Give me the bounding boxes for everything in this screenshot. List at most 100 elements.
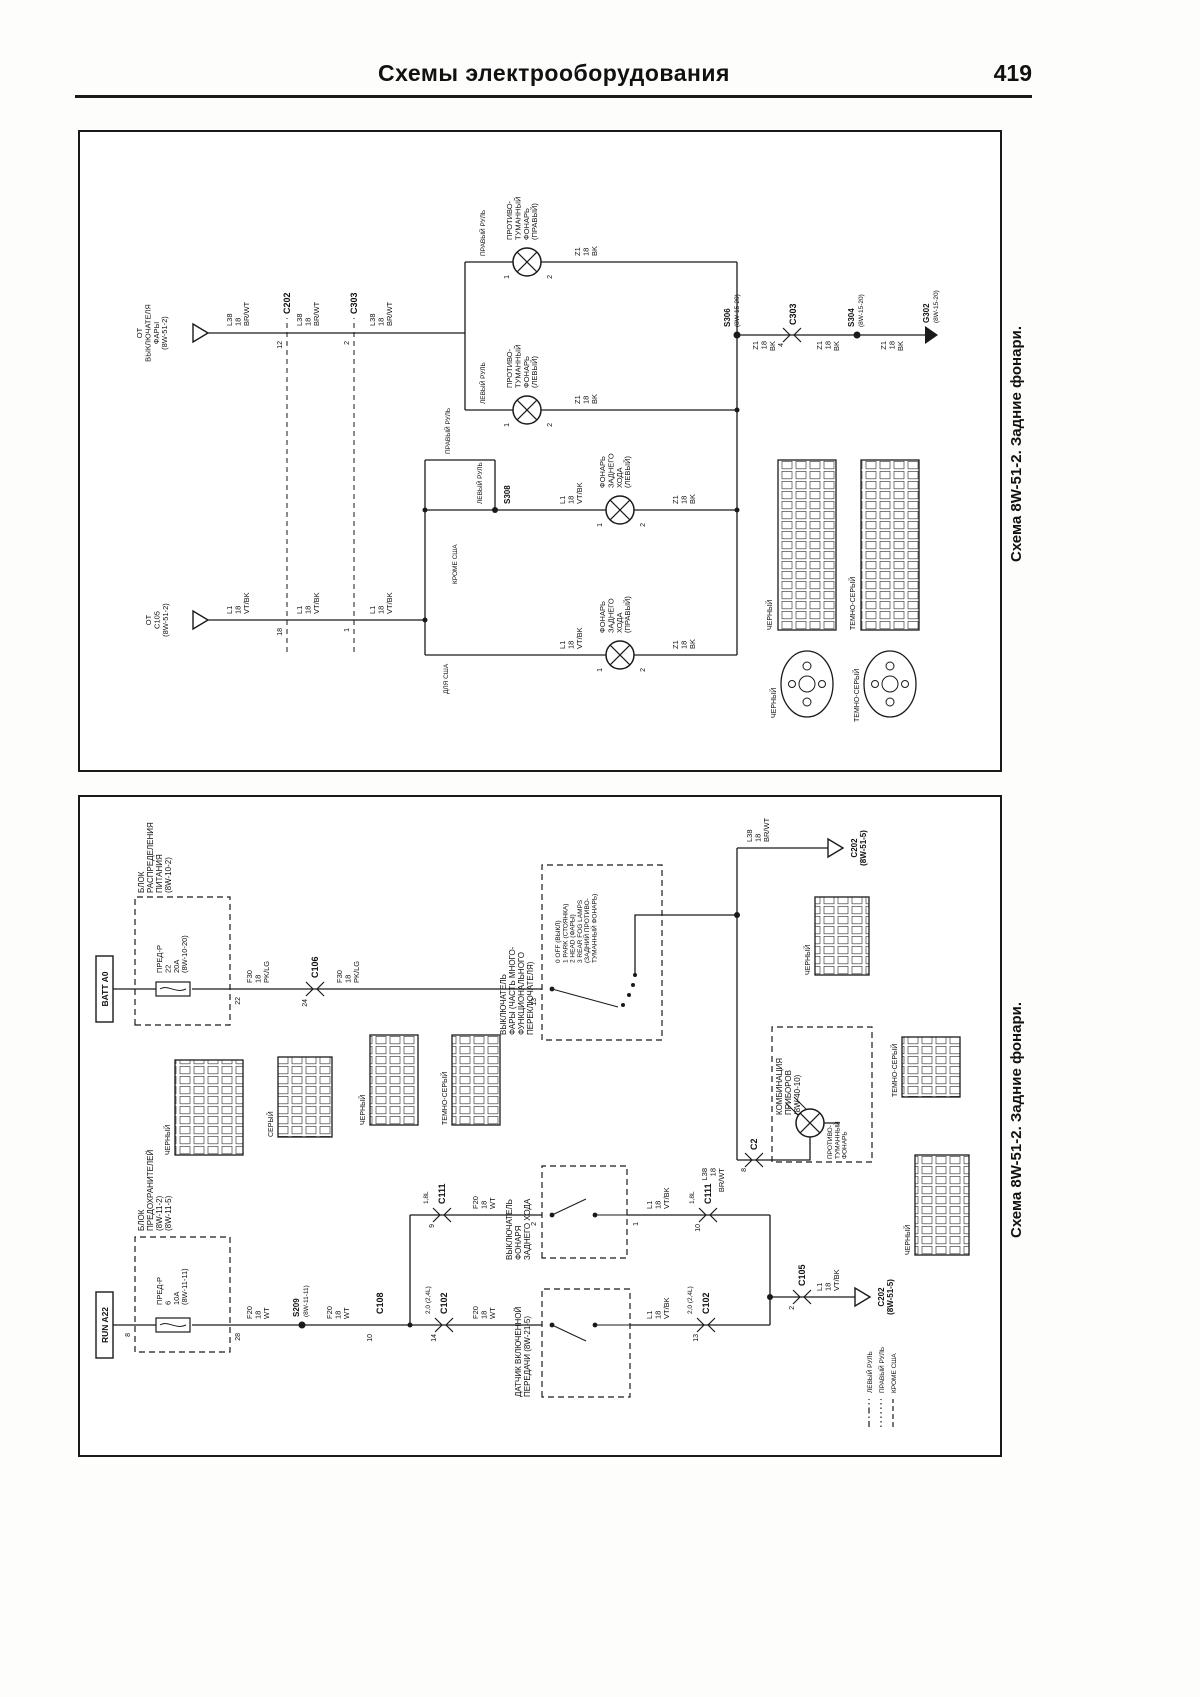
feed-tag-batt-a0 — [95, 955, 114, 1023]
pin-number: 28 — [235, 1333, 242, 1341]
wiring-diagram-rear-lamps: ОТВЫКЛЮЧАТЕЛЯФАРЫ(8W-51-2) ОТC105(8W-51-… — [135, 197, 940, 722]
pin-number: 2 — [531, 1222, 538, 1226]
headlamp-switch-positions: 0 OFF (ВЫКЛ)1 PARK (СТОЯНКА)2 HEAD (ФАРЫ… — [555, 894, 598, 963]
engine-label-20-24: 2,0 (2,4L) — [425, 1286, 432, 1314]
pin-number: 1 — [504, 275, 511, 279]
wire-label-l1: L118VT/BK — [295, 592, 321, 614]
pin-number: 8 — [741, 1168, 748, 1172]
backup-lamp-right-symbol — [605, 640, 635, 670]
power-distribution-center-box — [134, 896, 231, 1026]
variant-label-for-usa: ДЛЯ США — [443, 663, 450, 694]
legend: ЛЕВЫЙ РУЛЬ ПРАВЫЙ РУЛЬ КРОМЕ США — [865, 1347, 898, 1427]
variant-label-lhd: ЛЕВЫЙ РУЛЬ — [475, 462, 484, 504]
connector-color-label: ТЕМНО-СЕРЫЙ — [440, 1072, 449, 1125]
fuse-block-box — [134, 1236, 231, 1353]
engine-label-20-24: 2,0 (2,4L) — [687, 1286, 694, 1314]
diagram-frame-bottom: BATT A0 RUN A22 БЛОКРАСПРЕДЕЛЕНИЯПИТАНИЯ… — [78, 795, 1002, 1457]
headlamp-switch-box — [541, 864, 663, 1041]
wire-label-l38: L3818BR/WT — [745, 817, 771, 842]
engine-label-18: 1,8L — [689, 1191, 696, 1204]
wire-label-l38: L3818BR/WT — [295, 301, 321, 326]
connector-color-label: ЧЕРНЫЙ — [903, 1225, 912, 1255]
pin-number: 2 — [547, 423, 554, 427]
splice-ref-s209: (8W-11-11) — [303, 1285, 310, 1317]
splice-label-s306: S306 — [723, 308, 732, 327]
connector-color-label: ЧЕРНЫЙ — [769, 688, 778, 718]
caption-backup-lamp-left: ФОНАРЬЗАДНЕГОХОДА(ЛЕВЫЙ) — [598, 453, 632, 488]
title-instrument-cluster: КОМБИНАЦИЯПРИБОРОВ(8W-40-10) — [775, 1058, 802, 1115]
diagram-caption-bottom: Схема 8W-51-2. Задние фонари. — [1008, 1001, 1025, 1238]
legend-item: ЛЕВЫЙ РУЛЬ — [865, 1351, 874, 1393]
pin-number: 22 — [235, 997, 242, 1005]
wire-label-l1: L118VT/BK — [368, 592, 394, 614]
page-number: 419 — [993, 60, 1032, 86]
connector-pinout-grid — [174, 1059, 244, 1156]
fog-indicator-label: ПРОТИВО-ТУМАННЫЙФОНАРЬ — [827, 1121, 849, 1159]
connector-color-label: ТЕМНО-СЕРЫЙ — [848, 577, 857, 630]
pin-number: 1 — [597, 523, 604, 527]
pin-number: 8 — [125, 1333, 132, 1337]
feed-tag-run-a22 — [95, 1291, 114, 1359]
fog-lamp-right-symbol — [512, 247, 542, 277]
wire-label-l1: L118VT/BK — [645, 1187, 671, 1209]
connector-label-c106: C106 — [310, 956, 320, 978]
wire-label-l38: L3818BR/WT — [368, 301, 394, 326]
connector-pinout-grid — [901, 1036, 961, 1098]
pin-number: 10 — [695, 1224, 702, 1232]
connector-label-c303: C303 — [349, 292, 359, 314]
connector-color-label: ЧЕРНЫЙ — [803, 945, 812, 975]
lamp-socket-drawing-darkgray — [863, 650, 917, 718]
connector-label-c111: C111 — [437, 1183, 447, 1204]
wire-label-z1: Z118BK — [671, 494, 697, 504]
splice-label-s308: S308 — [503, 485, 512, 504]
title-backup-lamp-switch: ВЫКЛЮЧАТЕЛЬФОНАРЯЗАДНЕГО ХОДА — [505, 1198, 532, 1260]
fuse-22-label: ПРЕД-Р2220А(8W-10-20) — [155, 935, 189, 973]
wire-label-z1: Z118BK — [573, 246, 599, 256]
wire-label-f30: F3018PK/LG — [245, 961, 271, 983]
variant-label-ex-usa: КРОМЕ США — [452, 544, 459, 584]
connector-color-label: ЧЕРНЫЙ — [163, 1125, 172, 1155]
connector-color-label: ЧЕРНЫЙ — [765, 600, 774, 630]
wire-label-f20: F2018WT — [245, 1306, 271, 1319]
wire-label-z1: Z118BK — [751, 341, 777, 351]
connector-color-label: СЕРЫЙ — [266, 1111, 275, 1137]
wire-label-l1: L118VT/BK — [558, 482, 584, 504]
variant-label-lhd: ЛЕВЫЙ РУЛЬ — [478, 362, 487, 404]
feed-ref-c202: C202(8W-51-5) — [877, 1279, 895, 1315]
diagram-caption-top: Схема 8W-51-2. Задние фонари. — [1008, 325, 1025, 562]
fuse-22-symbol — [155, 981, 191, 997]
header-rule — [75, 95, 1032, 98]
page-title: Схемы электрооборудования — [378, 60, 730, 86]
wire-label-l38: L3818BR/WT — [700, 1168, 726, 1193]
wire-label-f20: F2018WT — [471, 1196, 497, 1209]
feed-ref-c202: C202(8W-51-5) — [850, 830, 868, 866]
connector-pinout-grid — [814, 896, 870, 976]
pin-number: 18 — [277, 628, 284, 636]
splice-ref-s304: (8W-15-20) — [858, 294, 865, 327]
title-transmission-range-sensor: ДАТЧИК ВКЛЮЧЕННОЙПЕРЕДАЧИ (8W-21-5) — [514, 1307, 532, 1397]
wiring-lines — [113, 847, 855, 1342]
engine-label-18: 1,8L — [423, 1191, 430, 1204]
pin-number: 14 — [431, 1334, 438, 1342]
connector-pinout-grid — [369, 1034, 419, 1126]
pin-number: 2 — [640, 668, 647, 672]
wire-label-l1: L118VT/BK — [645, 1297, 671, 1319]
backup-lamp-switch-box — [541, 1165, 628, 1259]
wire-label-z1: Z118BK — [815, 341, 841, 351]
feed-arrow-to-c202 — [854, 1287, 871, 1307]
wiring-diagram-feeds: BATT A0 RUN A22 БЛОКРАСПРЕДЕЛЕНИЯПИТАНИЯ… — [95, 817, 970, 1427]
title-headlamp-switch: ВЫКЛЮЧАТЕЛЬФАРЫ (ЧАСТЬ МНОГО-ФУНКЦИОНАЛЬ… — [499, 946, 535, 1035]
connector-label-c105: C105 — [797, 1264, 807, 1286]
wire-label-l1: L118VT/BK — [225, 592, 251, 614]
caption-fog-lamp-right: ПРОТИВО-ТУМАННЫЙФОНАРЬ(ПРАВЫЙ) — [505, 197, 539, 240]
legend-item: ПРАВЫЙ РУЛЬ — [877, 1347, 886, 1393]
fuse-6-symbol — [155, 1317, 191, 1333]
pin-number: 1 — [597, 668, 604, 672]
title-fuse-block: БЛОКПРЕДОХРАНИТЕЛЕЙ(8W-11-2)(8W-11-5) — [137, 1149, 173, 1231]
feed-arrow-from-c105 — [192, 610, 209, 630]
splice-label-s209: S209 — [292, 1298, 301, 1317]
pin-number: 1 — [344, 628, 351, 632]
caption-backup-lamp-right: ФОНАРЬЗАДНЕГОХОДА(ПРАВЫЙ) — [598, 596, 632, 633]
instrument-cluster-box — [771, 1026, 873, 1163]
